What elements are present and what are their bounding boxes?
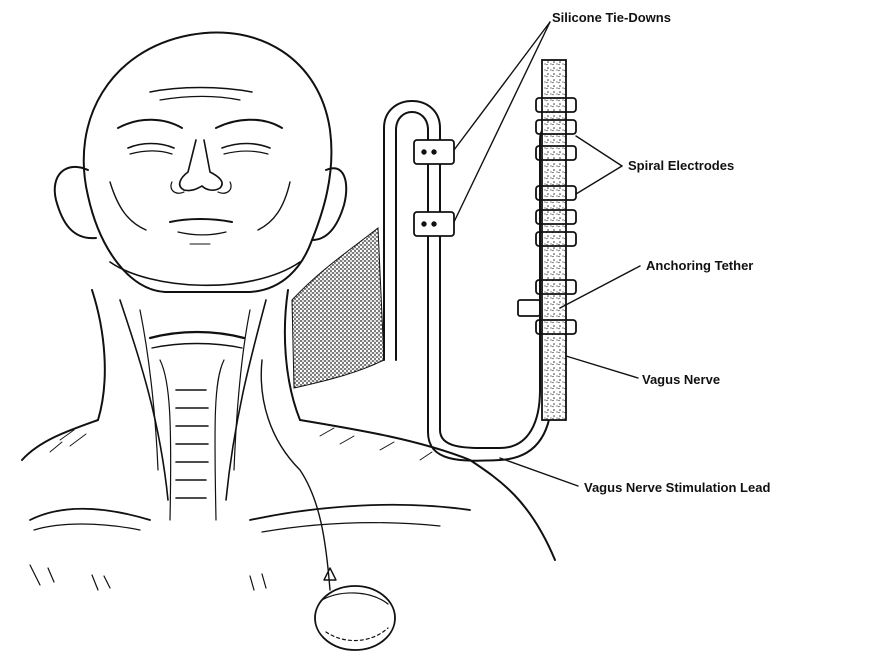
right-eye [222,144,270,149]
patient-figure [22,32,555,590]
leader-electrodes-2 [576,166,622,194]
implanted-lead-in-body [261,360,330,590]
leader-vagus [566,356,638,378]
right-shoulder [300,420,555,560]
neck-left-edge [92,290,105,420]
nose [180,140,222,191]
left-clavicle [30,509,150,520]
vagus-nerve-strip [542,60,566,420]
label-vagus-nerve: Vagus Nerve [642,372,720,387]
trachea [176,390,208,498]
lead-assembly [384,101,556,461]
label-stimulation-lead: Vagus Nerve Stimulation Lead [584,480,770,495]
mouth [170,219,232,222]
larynx [150,332,244,338]
anchoring-tether-clip [518,300,540,316]
leader-tether [560,266,640,308]
stimulation-lead-outer [384,101,556,448]
label-silicone-tie-downs: Silicone Tie-Downs [552,10,671,25]
right-clavicle [250,505,470,520]
label-anchoring-tether: Anchoring Tether [646,258,753,273]
left-eyebrow [118,120,182,128]
right-eyebrow [216,120,282,128]
left-eye [128,144,174,149]
leader-electrodes-1 [576,136,622,166]
pulse-generator [315,586,395,650]
leader-lead [500,458,578,486]
label-spiral-electrodes: Spiral Electrodes [628,158,734,173]
